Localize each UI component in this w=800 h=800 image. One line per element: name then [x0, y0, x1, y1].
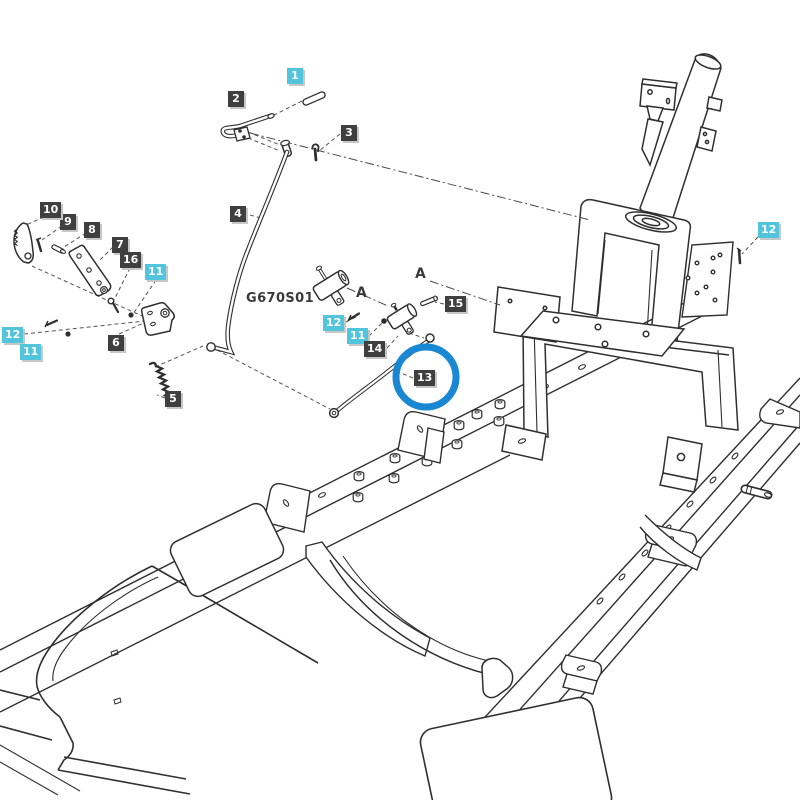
frame-footboard [419, 696, 613, 800]
part-label-10[interactable]: 10 [40, 202, 62, 218]
part-label-2[interactable]: 2 [228, 91, 244, 107]
figure-code: G670S01 [246, 291, 315, 306]
frame-support-weldment [493, 286, 739, 493]
part-11-washer-left [65, 331, 71, 337]
part-8-pin [51, 244, 67, 254]
part-label-11-a[interactable]: 11 [145, 264, 167, 280]
part-2-lever [220, 113, 275, 142]
highlight-circle [392, 343, 460, 411]
part-16-bolt [107, 297, 120, 314]
part-label-9[interactable]: 9 [60, 214, 76, 230]
part-label-3[interactable]: 3 [341, 125, 357, 141]
leader-lines [23, 100, 759, 410]
part-pivot-weldment-a [312, 265, 350, 306]
frame-rail-tabs [263, 410, 446, 533]
part-11-washer-center [381, 318, 387, 324]
part-4-rod [206, 149, 290, 356]
part-label-6[interactable]: 6 [108, 335, 124, 351]
steering-support-bracket [519, 198, 692, 357]
part-label-1[interactable]: 1 [287, 68, 303, 84]
part-3-cotter-pin [311, 143, 320, 162]
part-7-plate [68, 244, 112, 297]
frame-curved-arm [329, 555, 514, 699]
part-label-12-left[interactable]: 12 [2, 327, 24, 343]
frame-floor-panels [0, 565, 319, 796]
part-10-pawl [13, 222, 34, 264]
part-11-washer-a [128, 312, 134, 318]
part-label-5[interactable]: 5 [165, 391, 181, 407]
steering-column [639, 53, 723, 225]
frame-side-peg [740, 484, 773, 500]
part-12-pin-center [347, 312, 361, 322]
frame-left-rail [0, 294, 705, 713]
part-15-pin [420, 295, 438, 307]
part-label-11-left[interactable]: 11 [20, 344, 42, 360]
part-12-pin-left [44, 319, 59, 328]
part-label-16[interactable]: 16 [120, 252, 142, 268]
section-marker-a2: A [415, 266, 426, 282]
part-9-pin [35, 237, 43, 253]
frame-step-plate [169, 502, 285, 598]
part-label-14[interactable]: 14 [364, 341, 386, 357]
section-marker-a1: A [356, 285, 367, 301]
part-label-11-center[interactable]: 11 [347, 328, 369, 344]
frame-end-plate [681, 241, 734, 318]
part-label-15[interactable]: 15 [445, 296, 467, 312]
section-lines [249, 132, 591, 307]
part-12-pin-right [736, 247, 742, 265]
part-label-7[interactable]: 7 [112, 237, 128, 253]
part-label-8[interactable]: 8 [84, 222, 100, 238]
part-label-12-center[interactable]: 12 [323, 315, 345, 331]
part-1-grip [302, 91, 326, 106]
part-14-pivot-bracket [386, 302, 418, 335]
part-label-13[interactable]: 13 [414, 370, 436, 386]
part-label-4[interactable]: 4 [230, 206, 246, 222]
part-6-bracket [140, 302, 176, 336]
part-label-12-right[interactable]: 12 [758, 222, 780, 238]
